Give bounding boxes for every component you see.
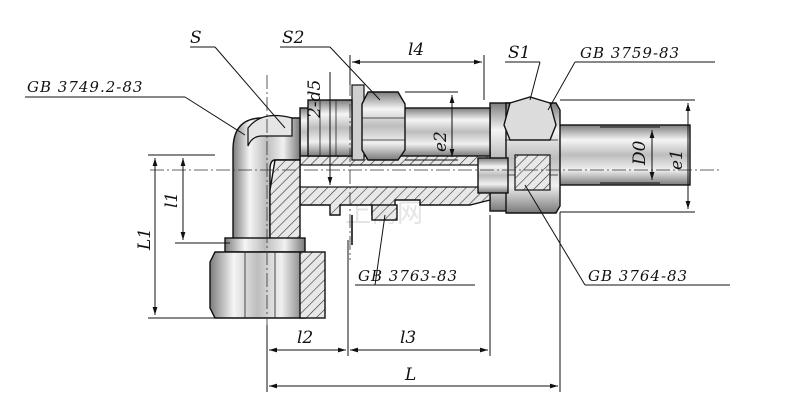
label-s2: S2	[282, 28, 304, 48]
label-gb-3749: GB 3749.2-83	[27, 78, 143, 96]
label-gb-3759: GB 3759-83	[580, 44, 680, 62]
label-e2: e2	[431, 131, 451, 152]
right-nut	[489, 96, 561, 214]
label-L1: L1	[135, 228, 155, 251]
label-s1: S1	[508, 43, 530, 63]
bottom-nut	[209, 237, 326, 319]
label-l2: l2	[297, 328, 313, 348]
label-l4: l4	[408, 40, 424, 60]
leaders	[25, 46, 730, 286]
label-l1: l1	[162, 192, 182, 208]
label-d0: D0	[630, 140, 650, 166]
upper-body	[299, 84, 491, 161]
bulkhead-nut	[351, 204, 398, 245]
dimensions	[148, 55, 695, 392]
label-s: S	[190, 28, 202, 48]
label-e1: e1	[667, 149, 687, 170]
label-gb-3764: GB 3764-83	[588, 267, 688, 285]
label-gb-3763: GB 3763-83	[358, 267, 458, 285]
label-l3: l3	[400, 328, 416, 348]
label-L: L	[404, 365, 416, 385]
elbow	[232, 115, 301, 251]
main-body-section	[299, 151, 509, 216]
right-pipe	[554, 124, 691, 186]
label-2-d5: 2-d5	[305, 80, 325, 119]
